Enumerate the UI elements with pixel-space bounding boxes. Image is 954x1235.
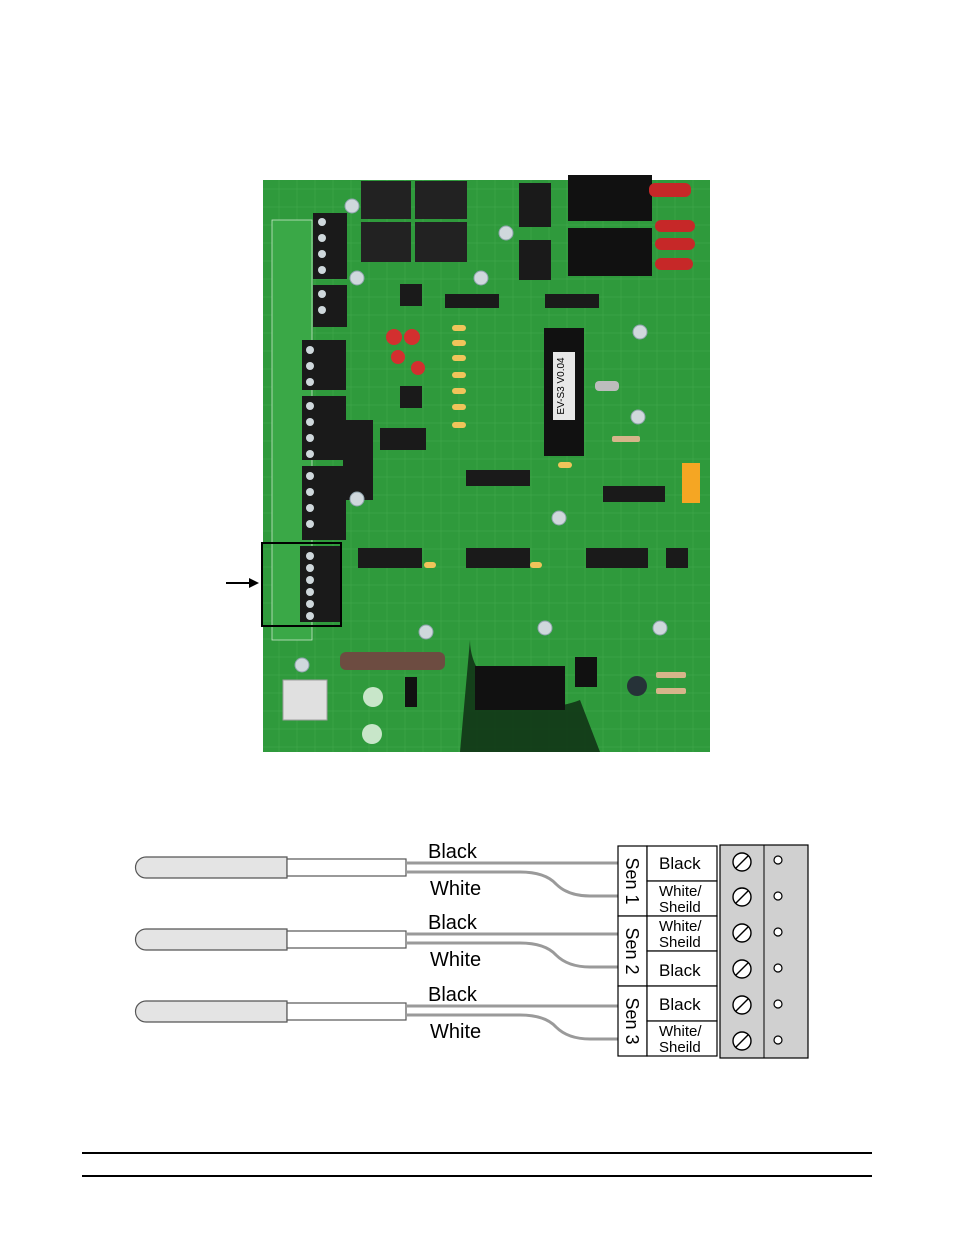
sensor-probe-3 — [134, 1000, 407, 1023]
terminal-holes — [773, 855, 783, 1045]
wire-label-black-2: Black — [428, 912, 478, 934]
terminal-block — [719, 844, 809, 1059]
left-terminal-strip — [271, 213, 347, 641]
bottom-components — [282, 640, 647, 752]
screw-icon — [732, 852, 752, 872]
wire-white-3 — [406, 1013, 646, 1041]
wire-label-white-1: White — [430, 878, 481, 900]
terminal-label-1: Black — [659, 854, 701, 873]
terminal-label-2a: White/ — [659, 883, 702, 900]
terminal-label-4: Black — [659, 961, 701, 980]
screw-icon — [732, 887, 752, 907]
sensor-probe-2 — [134, 928, 407, 951]
terminal-label-3b: Sheild — [659, 934, 701, 951]
terminal-label-6b: Sheild — [659, 1039, 701, 1056]
microcontroller-chip: EV-S3 V0.04 — [544, 328, 584, 456]
terminal-label-3a: White/ — [659, 918, 702, 935]
wire-white-2 — [406, 941, 646, 969]
sensor-group-label-3: Sen 3 — [622, 997, 642, 1044]
callout-arrow — [226, 578, 259, 588]
wire-label-white-2: White — [430, 949, 481, 971]
ic-chips — [343, 284, 688, 568]
callout-box — [261, 542, 342, 627]
terminal-label-column — [646, 845, 718, 1057]
footer-rule-top — [82, 1152, 872, 1154]
sensor-terminal-block — [300, 546, 340, 622]
screw-icon — [732, 1031, 752, 1051]
wire-label-white-3: White — [430, 1021, 481, 1043]
top-right-connectors — [519, 175, 695, 280]
screw-icon — [732, 959, 752, 979]
terminal-label-5: Black — [659, 995, 701, 1014]
terminal-screws — [732, 852, 752, 1051]
relay-group — [361, 181, 467, 262]
footer-rule-bottom — [82, 1175, 872, 1177]
small-components — [386, 325, 700, 694]
sensor-group-label-2: Sen 2 — [622, 927, 642, 974]
circuit-board-photo: EV-S3 V0.04 — [226, 175, 710, 752]
terminal-label-6a: White/ — [659, 1023, 702, 1040]
wire-label-black-3: Black — [428, 984, 478, 1006]
sensor-probe-1 — [134, 856, 407, 879]
terminal-label-2b: Sheild — [659, 899, 701, 916]
screw-icon — [732, 923, 752, 943]
screw-icon — [732, 995, 752, 1015]
wire-label-black-1: Black — [428, 841, 478, 863]
sensor-group-label-1: Sen 1 — [622, 857, 642, 904]
sensor-group-column — [617, 845, 648, 1057]
wire-white-1 — [406, 870, 646, 898]
chip-label: EV-S3 V0.04 — [556, 357, 567, 415]
mounting-standoffs — [294, 198, 668, 673]
